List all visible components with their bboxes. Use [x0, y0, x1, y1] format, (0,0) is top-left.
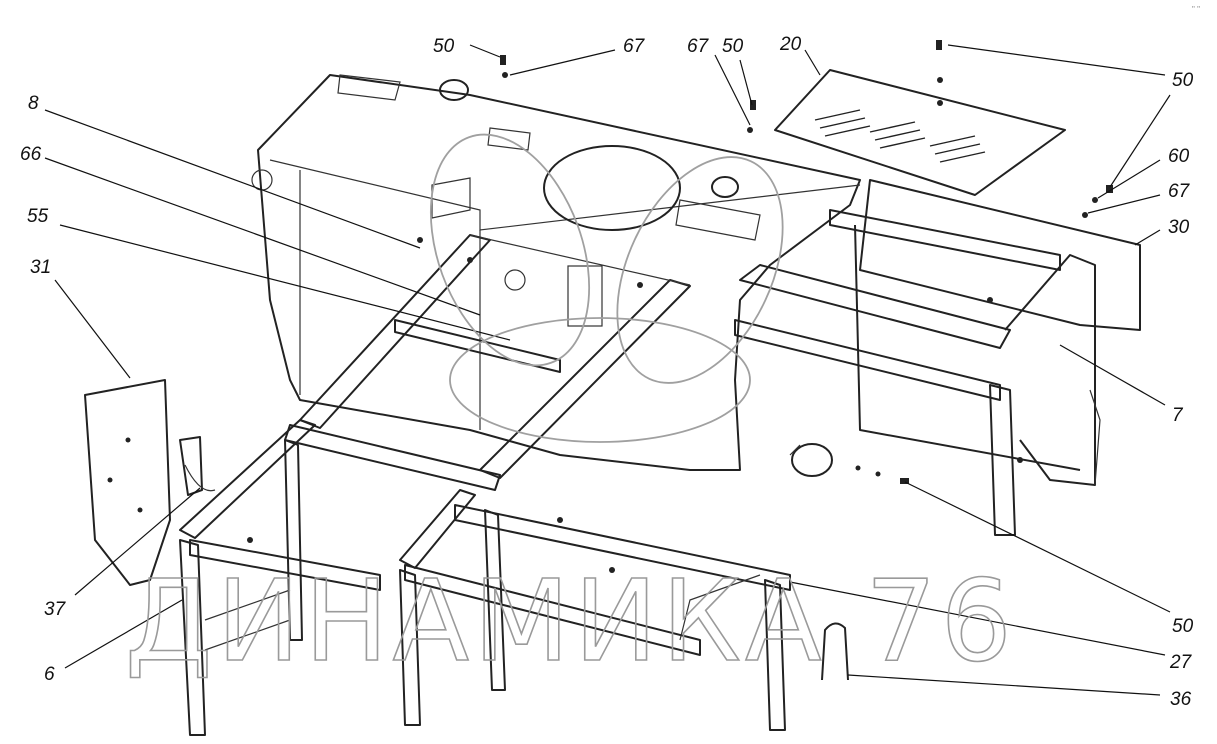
callout-50: 50 — [1172, 70, 1194, 91]
bracket-37 — [184, 464, 216, 492]
callout-30: 30 — [1168, 217, 1190, 238]
leader-lines — [44, 44, 1171, 696]
right-cover-panel — [859, 179, 1141, 331]
callout-67: 67 — [623, 36, 646, 57]
callout-8: 8 — [28, 93, 39, 114]
callout-60: 60 — [1168, 146, 1190, 167]
vented-cover — [774, 69, 1066, 196]
watermark-text: ДИНАМИКА 76 — [125, 557, 1016, 687]
corner-mark: " " — [1192, 5, 1200, 14]
watermark-logo — [429, 133, 784, 443]
fuel-tank — [251, 74, 861, 471]
callout-31: 31 — [30, 257, 51, 278]
left-side-panel — [84, 379, 203, 586]
callout-67: 67 — [687, 36, 710, 57]
upper-frame — [284, 234, 691, 491]
callout-6: 6 — [44, 664, 55, 685]
callout-55: 55 — [27, 206, 49, 227]
callout-50: 50 — [433, 36, 455, 57]
callout-7: 7 — [1172, 405, 1184, 426]
callout-36: 36 — [1170, 689, 1192, 710]
rear-frame — [734, 209, 1101, 536]
callout-50: 50 — [722, 36, 744, 57]
callout-37: 37 — [44, 599, 67, 620]
hook-bracket-36 — [821, 622, 849, 681]
callout-67: 67 — [1168, 181, 1191, 202]
callout-20: 20 — [779, 34, 802, 55]
callout-labels: 50 67 67 50 20 50 60 67 30 8 66 55 31 7 … — [20, 34, 1194, 710]
bolts — [247, 40, 1113, 573]
pipe-fitting — [789, 443, 833, 477]
lower-frame — [399, 489, 791, 731]
front-frame — [179, 419, 381, 736]
callout-27: 27 — [1169, 652, 1193, 673]
callout-66: 66 — [20, 144, 42, 165]
callout-50: 50 — [1172, 616, 1194, 637]
